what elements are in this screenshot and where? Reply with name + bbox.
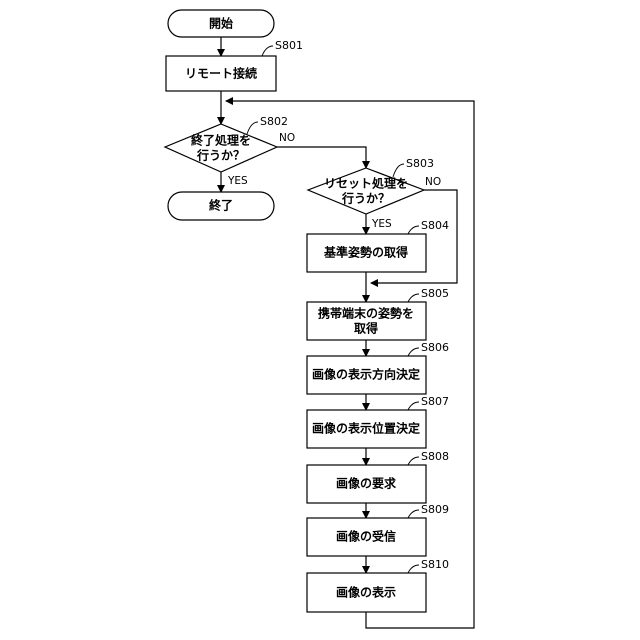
process-s801: リモート接続 [166, 56, 276, 91]
edge-label-s803-no: NO [425, 176, 441, 188]
decision-s803: リセット処理を 行うか？ [308, 168, 424, 214]
step-leader-s803 [393, 164, 404, 177]
process-s806: 画像の表示方向決定 [307, 356, 426, 394]
process-s809-label: 画像の受信 [336, 529, 396, 544]
step-label-s803: S803 [406, 157, 434, 170]
process-s808-label: 画像の要求 [336, 476, 397, 491]
start-label: 開始 [209, 16, 233, 31]
process-s804-label: 基準姿勢の取得 [323, 245, 408, 260]
decision-s802: 終了処理を 行うか？ [165, 124, 277, 172]
decision-s802-line1: 終了処理を [191, 133, 251, 148]
step-label-s805: S805 [421, 287, 449, 300]
step-label-s804: S804 [421, 219, 449, 232]
process-s810-label: 画像の表示 [336, 585, 396, 600]
process-s809: 画像の受信 [307, 518, 426, 556]
step-label-s807: S807 [421, 395, 449, 408]
step-label-s809: S809 [421, 503, 449, 516]
process-s805-line2: 取得 [354, 321, 378, 336]
decision-s803-line1: リセット処理を [324, 176, 408, 191]
process-s801-label: リモート接続 [185, 66, 257, 81]
step-label-s810: S810 [421, 558, 449, 571]
process-s805-line1: 携帯端末の姿勢を [318, 306, 414, 321]
process-s808: 画像の要求 [307, 465, 426, 503]
process-s806-label: 画像の表示方向決定 [312, 367, 420, 382]
step-leader-s806 [408, 348, 419, 356]
step-label-s801: S801 [275, 39, 303, 52]
process-s804: 基準姿勢の取得 [307, 234, 426, 272]
step-leader-s809 [408, 510, 419, 518]
decision-s802-line2: 行うか？ [196, 148, 245, 163]
step-label-s806: S806 [421, 341, 449, 354]
step-label-s808: S808 [421, 450, 449, 463]
end-label: 終了 [209, 198, 233, 213]
process-s810: 画像の表示 [307, 573, 426, 612]
start-terminator: 開始 [168, 10, 274, 37]
step-leader-s810 [408, 565, 419, 573]
process-s807-label: 画像の表示位置決定 [312, 421, 420, 436]
step-label-s802: S802 [260, 115, 288, 128]
step-leader-s808 [408, 457, 419, 465]
step-leader-s801 [262, 46, 273, 56]
process-s807: 画像の表示位置決定 [307, 410, 426, 448]
edge-label-s802-yes: YES [227, 175, 248, 187]
step-leader-s807 [408, 402, 419, 410]
step-leader-s802 [247, 122, 258, 134]
step-leader-s805 [408, 294, 419, 302]
edge-s802-s803 [277, 147, 366, 168]
edge-label-s803-yes: YES [371, 218, 392, 230]
step-leader-s804 [408, 226, 419, 234]
decision-s803-line2: 行うか？ [341, 191, 390, 206]
edge-label-s802-no: NO [279, 132, 295, 144]
end-terminator: 終了 [168, 192, 274, 220]
process-s805: 携帯端末の姿勢を 取得 [307, 302, 426, 340]
